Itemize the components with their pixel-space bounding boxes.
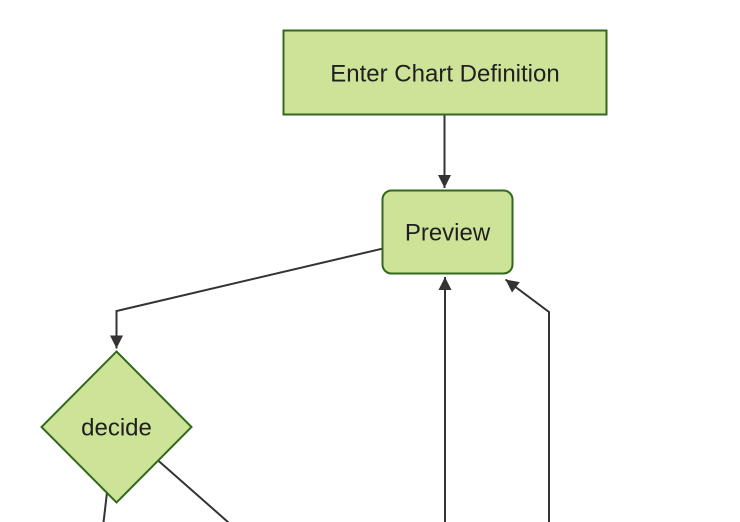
edge-decide-to-offscreen-right: [152, 455, 230, 522]
edge-offscreen-right-to-preview: [504, 278, 550, 522]
edge-preview-to-decide: [110, 247, 384, 349]
enter-chart-definition-label: Enter Chart Definition: [330, 61, 559, 88]
preview-label: Preview: [405, 220, 491, 247]
enter-chart-definition-rect: [282, 29, 608, 116]
node-decide: decide: [40, 350, 193, 504]
preview-rect: [381, 189, 514, 275]
decide-label: decide: [81, 415, 152, 442]
node-enter-chart-definition: Enter Chart Definition: [282, 29, 608, 116]
node-preview: Preview: [381, 189, 514, 275]
decide-diamond: [40, 350, 193, 504]
